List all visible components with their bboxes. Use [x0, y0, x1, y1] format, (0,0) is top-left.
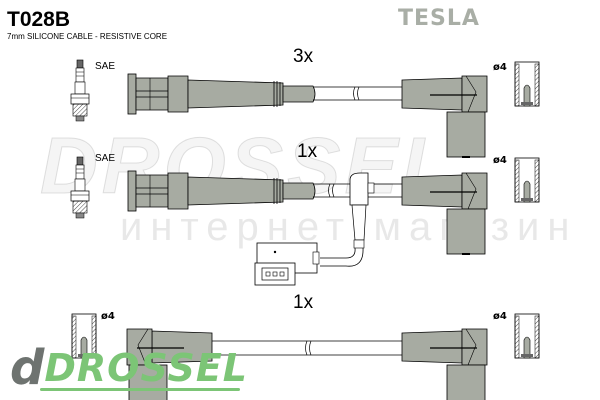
brand-logo: TESLA — [398, 6, 480, 31]
quantity-label: 1x — [293, 292, 314, 313]
quantity-label: 3x — [293, 46, 314, 67]
row-3 — [71, 313, 540, 400]
quantity-label: 1x — [297, 141, 318, 162]
watermark-tagline: интернет-магазин — [120, 205, 578, 249]
subtitle: 7mm SILICONE CABLE - RESISTIVE CORE — [7, 32, 168, 41]
drossel-logo: dDROSSEL — [10, 340, 248, 396]
coil-terminal-icon — [514, 61, 540, 107]
spark-plug-icon — [70, 156, 90, 219]
row-2 — [70, 156, 540, 286]
row-1 — [70, 59, 540, 158]
coil-terminal-icon — [514, 157, 540, 203]
coil-boot — [401, 75, 488, 158]
terminal-label: ø4 — [493, 62, 507, 73]
spark-plug-boot — [127, 170, 316, 212]
logo-underline — [40, 388, 240, 391]
coil-boot — [401, 172, 488, 255]
part-code: T028B — [7, 8, 71, 31]
terminal-label: ø4 — [493, 155, 507, 166]
terminal-label: SAE — [95, 153, 116, 164]
spark-plug-icon — [70, 59, 90, 122]
branch-connector — [349, 172, 369, 206]
terminal-label: ø4 — [101, 311, 115, 322]
logo-letter: d — [10, 340, 45, 396]
coil-terminal-icon — [514, 313, 540, 359]
coil-boot — [401, 328, 488, 400]
terminal-label: ø4 — [493, 311, 507, 322]
spark-plug-boot — [127, 73, 316, 115]
logo-text: DROSSEL — [44, 346, 249, 390]
terminal-label: SAE — [95, 61, 116, 72]
